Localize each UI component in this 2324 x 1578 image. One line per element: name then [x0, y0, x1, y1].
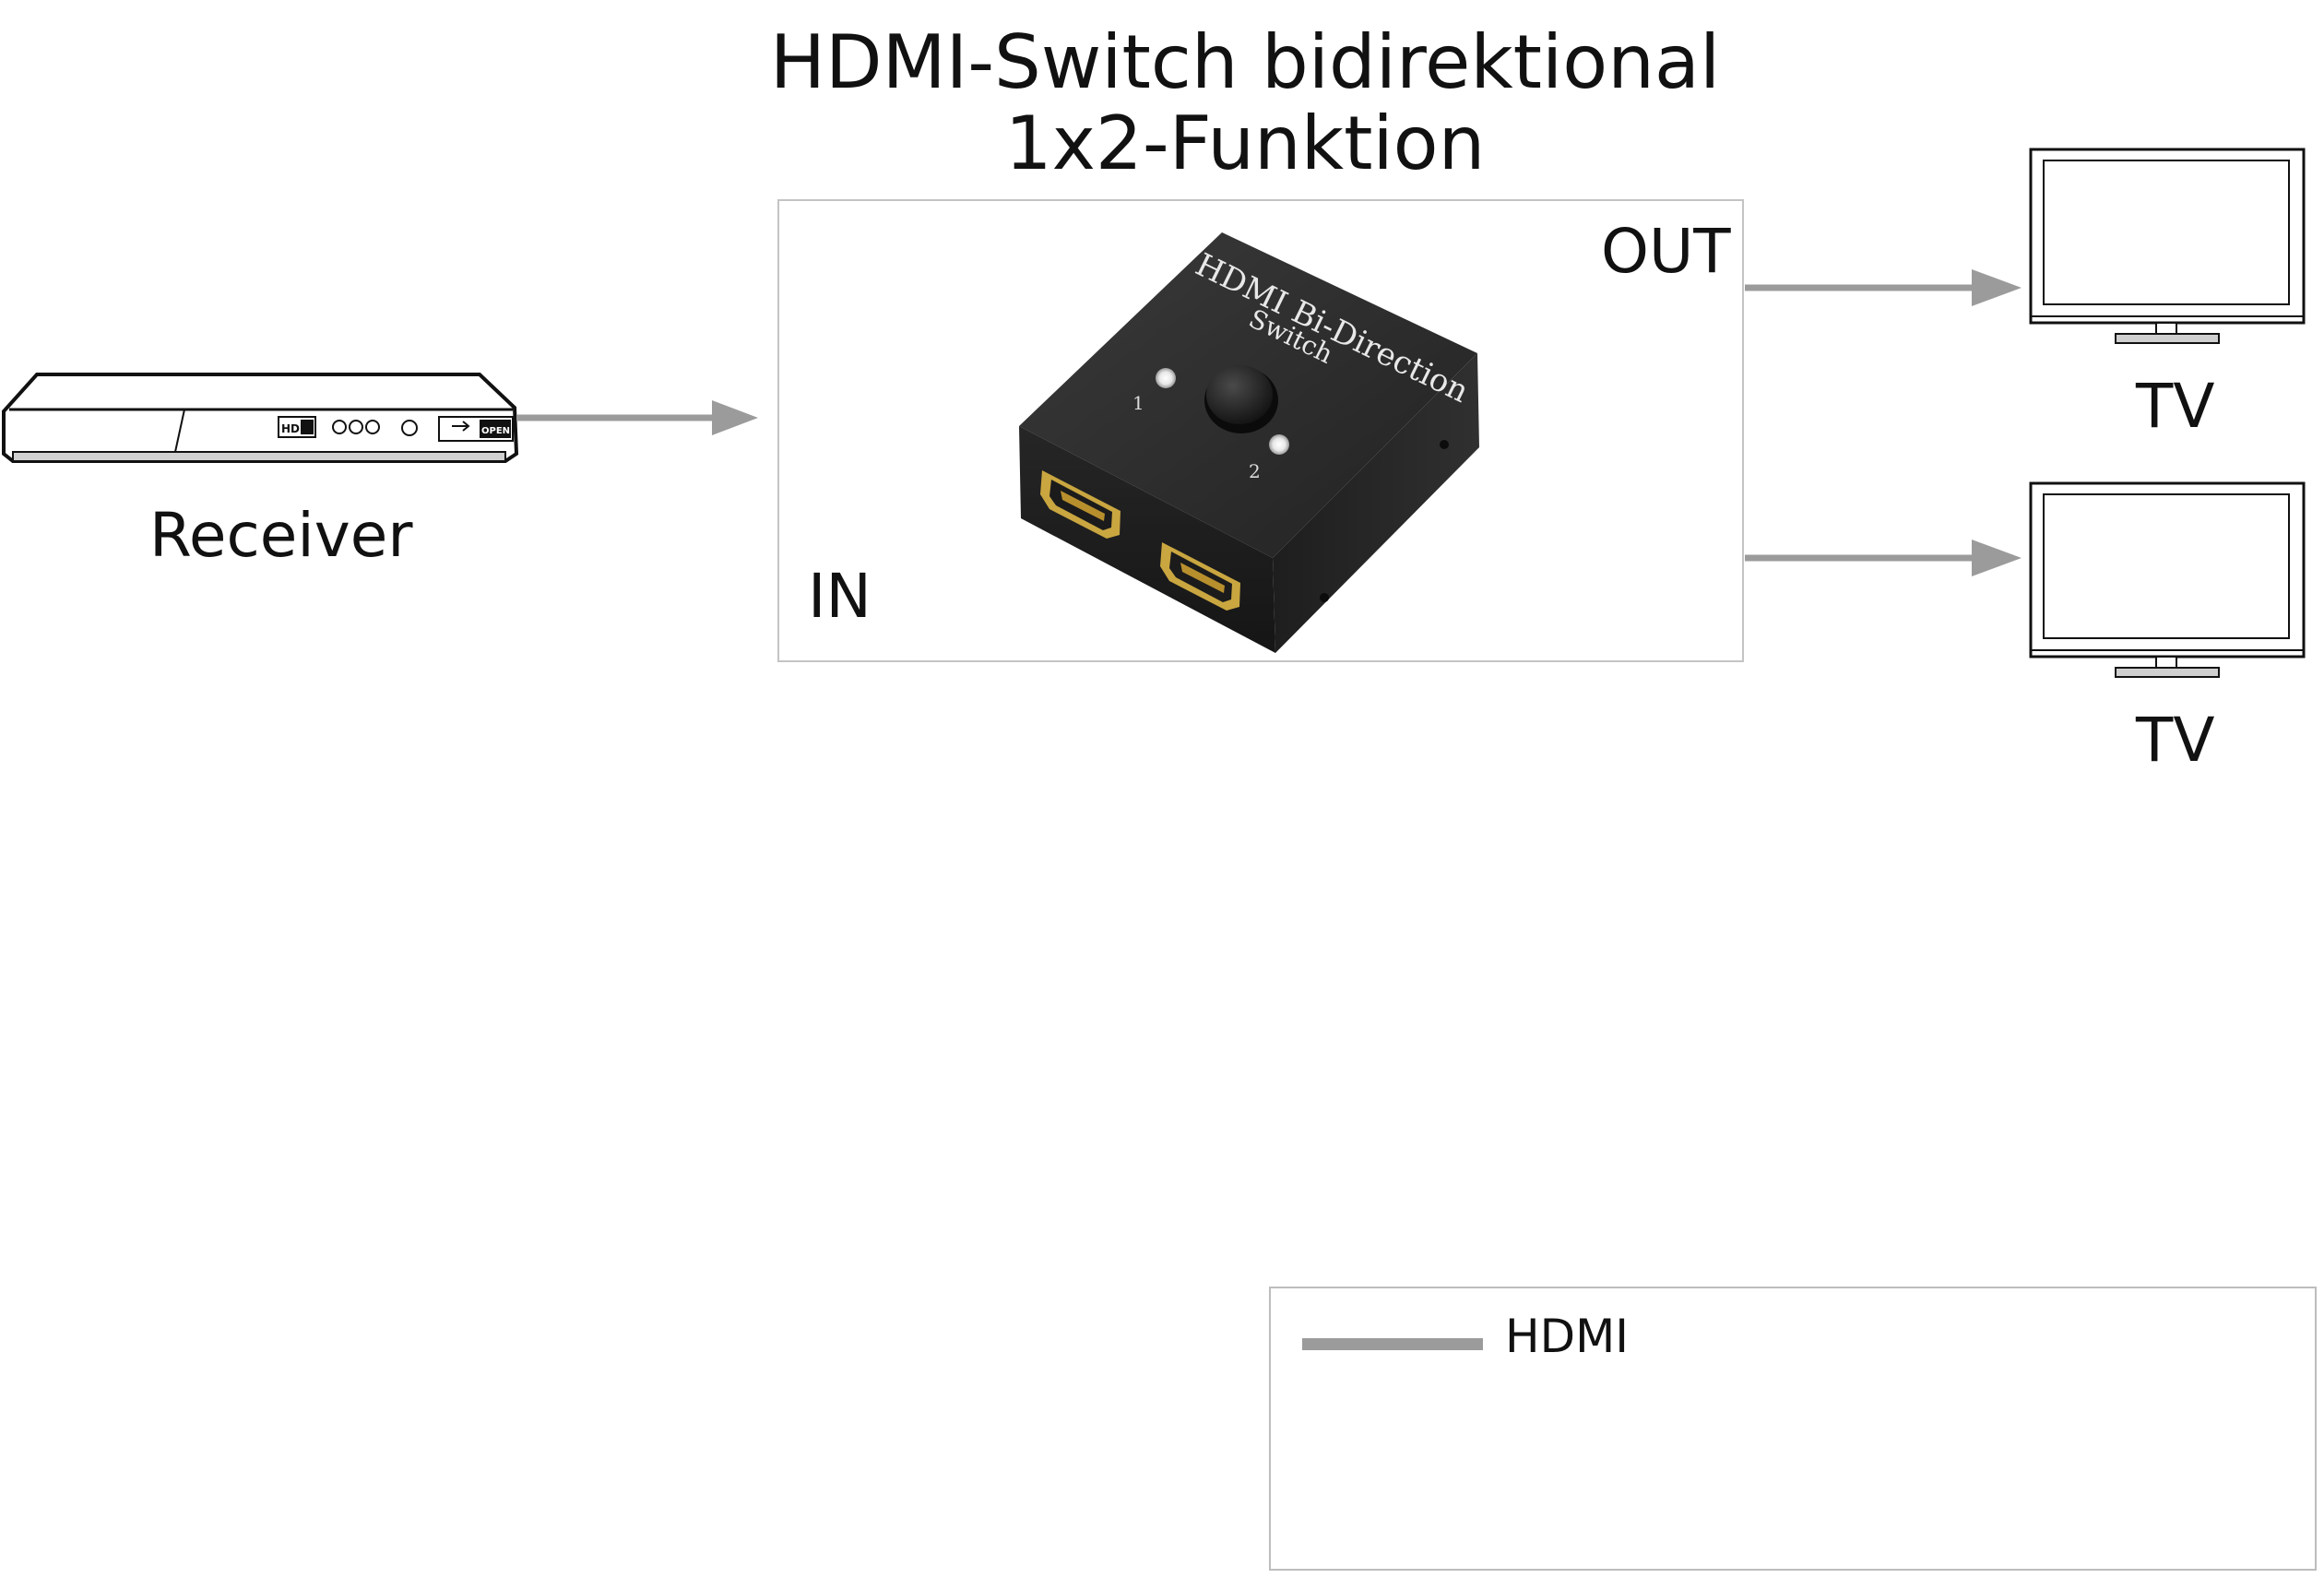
receiver-hd-label: HD	[281, 422, 300, 435]
in-label: IN	[808, 561, 872, 632]
screw-icon	[1320, 593, 1329, 602]
arrow-icon	[1745, 540, 2022, 576]
diagram-title-line-2: 1x2-Funktion	[1004, 101, 1486, 186]
tv-label: TV	[2136, 371, 2215, 442]
legend-hdmi-line	[1302, 1338, 1483, 1350]
receiver-open-label: OPEN	[481, 426, 510, 436]
select-button-icon	[1206, 365, 1273, 424]
switch-side-face	[1273, 353, 1479, 653]
led-2-label: 2	[1249, 460, 1261, 482]
hdmi-port-1-icon	[1040, 470, 1120, 539]
tv-icon	[2029, 148, 2306, 344]
tv-icon	[2029, 481, 2306, 678]
hdmi-switch-icon: HDMI Bi-Direction Switch 1 2	[1019, 232, 1479, 653]
hdmi-port-2-icon	[1160, 542, 1240, 611]
tv-label: TV	[2136, 705, 2215, 776]
receiver-icon: HD OPEN	[2, 373, 519, 463]
legend-hdmi-label: HDMI	[1505, 1310, 1629, 1363]
usb-icon	[452, 421, 470, 432]
screw-icon	[1440, 440, 1449, 449]
receiver-power-icon	[401, 420, 418, 436]
legend-box	[1269, 1287, 2317, 1571]
led-2-icon	[1269, 434, 1289, 455]
led-1-label: 1	[1132, 392, 1144, 414]
receiver-button-icon	[332, 420, 347, 434]
diagram-title-line-1: HDMI-Switch bidirektional	[769, 19, 1721, 105]
receiver-label: Receiver	[149, 500, 413, 571]
arrow-icon	[1745, 269, 2022, 306]
led-1-icon	[1156, 368, 1176, 388]
receiver-button-icon	[349, 420, 363, 434]
out-label: OUT	[1601, 216, 1731, 287]
arrow-icon	[516, 400, 758, 435]
receiver-button-icon	[365, 420, 380, 434]
